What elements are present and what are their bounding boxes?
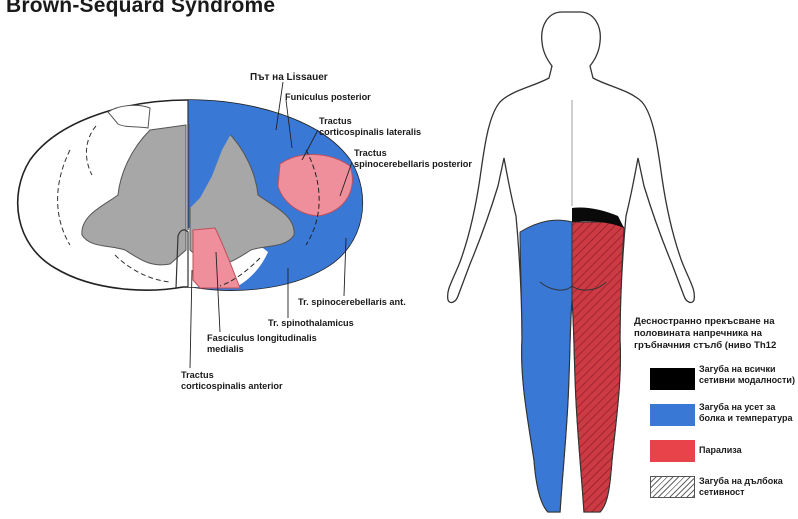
label-tractus-1: Tractus [319,116,352,127]
blue-left-body [520,220,572,512]
label-tractus-2: Tractus [354,148,387,159]
label-funiculus-posterior: Funiculus posterior [285,92,371,103]
legend-label-hatch: Загуба на дълбока сетивност [699,476,798,498]
label-tractus-3: Tractus [181,370,214,381]
label-medialis: medialis [207,344,244,355]
legend-swatch-red [650,440,695,462]
legend-label-red: Парализа [699,445,798,456]
legend-label-black: Загуба на всички сетивни модалности) [699,364,798,386]
legend-swatch-hatch [650,476,695,498]
legend-swatch-black [650,368,695,390]
label-fasc-long: Fasciculus longitudinalis [207,333,317,344]
label-tr-spinothalamicus: Tr. spinothalamicus [268,318,354,329]
label-cs-lateralis: corticospinalis lateralis [319,127,421,138]
red-right-body [572,222,624,512]
label-sc-posterior: spinocerebellaris posterior [354,159,472,170]
spinal-cord-section [18,100,363,290]
body-figure [448,12,695,512]
lesion-caption: Десностранно прекъсване на половината на… [634,316,798,352]
label-cs-anterior: corticospinalis anterior [181,381,283,392]
label-lissauer: Път на Lissauer [250,72,328,83]
legend-label-blue: Загуба на усет за болка и температура [699,402,798,424]
legend-swatch-blue [650,404,695,426]
label-tr-sc-ant: Tr. spinocerebellaris ant. [298,297,406,308]
